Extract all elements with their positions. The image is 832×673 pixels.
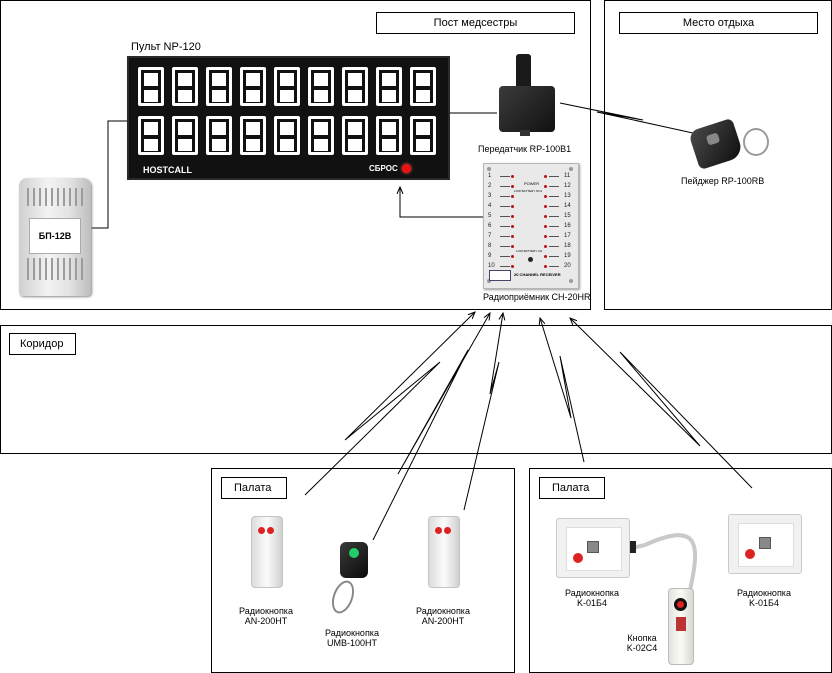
panel-key: [410, 67, 436, 106]
rest-place-label: Место отдыха: [619, 12, 818, 34]
panel-key: [206, 67, 232, 106]
panel-key: [240, 116, 266, 155]
reset-button: [402, 164, 411, 173]
panel-key: [376, 116, 402, 155]
panel-key: [206, 116, 232, 155]
nurse-post-label: Пост медсестры: [376, 12, 575, 34]
panel-key: [138, 116, 164, 155]
corridor-label: Коридор: [9, 333, 76, 355]
transmitter-label: Передатчик RP-100B1: [478, 144, 572, 154]
panel-key: [240, 67, 266, 106]
receiver-device: 1 2 3 4 5 6 7 8 9 10 11 12 13 14 15 16 1…: [483, 163, 579, 289]
receiver-knob: [528, 257, 533, 262]
panel-title: Пульт NP-120: [131, 41, 201, 53]
panel-key: [308, 67, 334, 106]
pager-device: [687, 117, 773, 171]
corridor-zone: [0, 325, 832, 454]
panel-key: [376, 67, 402, 106]
panel-key: [410, 116, 436, 155]
receiver-label: Радиоприёмник CH-20HR: [483, 292, 591, 302]
psu-label: БП-12В: [29, 218, 81, 254]
nurse-call-panel: HOSTCALL СБРОС: [127, 56, 450, 180]
panel-key: [172, 116, 198, 155]
transmitter-body: [499, 86, 555, 132]
antenna: [516, 54, 531, 90]
receiver-badge: [489, 270, 511, 281]
k02-pear-button: [668, 588, 694, 665]
transmitter-device: [497, 54, 560, 138]
ward-right-label: Палата: [539, 477, 605, 499]
receiver-low1-label: LOW BATTERY NO1: [514, 189, 543, 193]
panel-key: [274, 116, 300, 155]
power-supply: БП-12В: [19, 178, 91, 296]
panel-brand: HOSTCALL: [143, 165, 192, 175]
panel-key: [172, 67, 198, 106]
k01-left-button: [556, 518, 630, 578]
panel-key: [342, 116, 368, 155]
ward-left-label: Палата: [221, 477, 287, 499]
panel-reset-label: СБРОС: [369, 164, 398, 173]
an200-left-remote: [251, 516, 283, 588]
receiver-power-label: POWER: [524, 181, 540, 186]
umb100-remote: [327, 540, 376, 620]
panel-key: [274, 67, 300, 106]
k01-right-button: [728, 514, 802, 574]
pager-label: Пейджер RP-100RB: [681, 176, 765, 186]
panel-key: [138, 67, 164, 106]
an200-right-remote: [428, 516, 460, 588]
receiver-caption: 20 CHANNEL RECEIVER: [514, 272, 561, 277]
panel-key: [308, 116, 334, 155]
panel-key: [342, 67, 368, 106]
receiver-low2-label: LOW BATTERY CH: [516, 249, 543, 253]
